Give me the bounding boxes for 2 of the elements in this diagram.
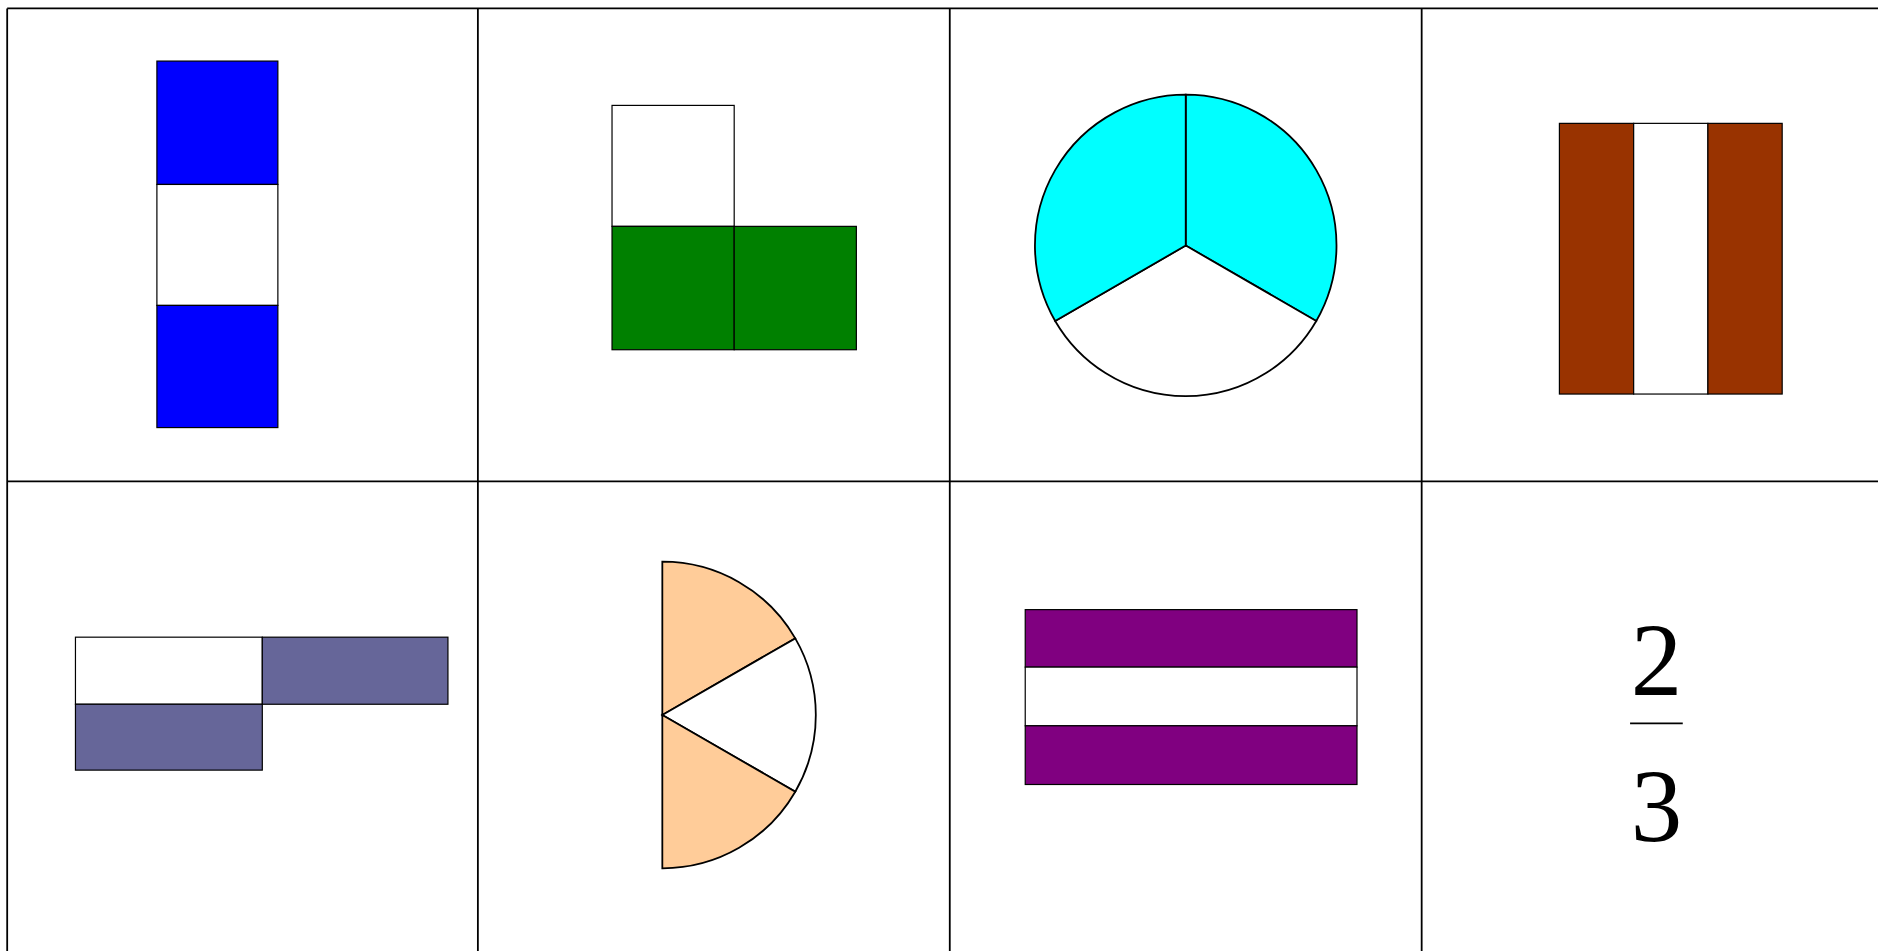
numerator: 2: [1629, 608, 1684, 712]
denominator: 3: [1629, 754, 1684, 858]
